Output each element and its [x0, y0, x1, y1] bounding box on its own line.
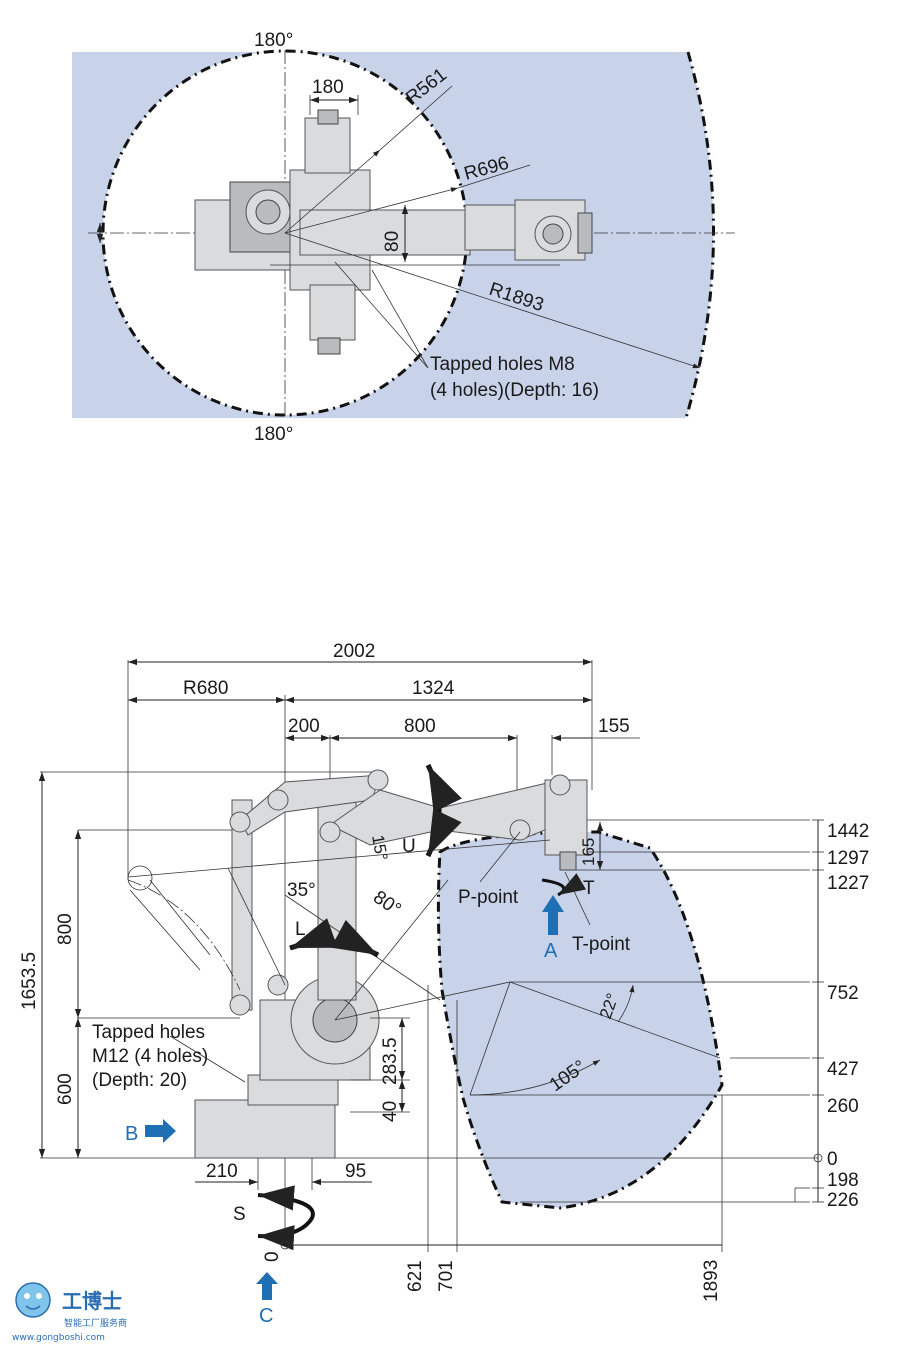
watermark-url: www.gongboshi.com — [12, 1333, 105, 1343]
side-axis-l: L — [295, 919, 306, 940]
top-view-outer-arc — [684, 51, 715, 419]
side-p-point: P-point — [458, 887, 519, 908]
right-scale-260: 260 — [827, 1096, 859, 1117]
top-tapped-holes-2: (4 holes)(Depth: 16) — [430, 380, 599, 401]
side-dim-1324: 1324 — [412, 678, 455, 699]
side-dim-283-5: 283.5 — [380, 1037, 401, 1085]
view-a-arrow — [542, 895, 564, 935]
top-view-robot — [194, 109, 593, 355]
bottom-scale-1893: 1893 — [701, 1260, 722, 1302]
side-angle-35: 35° — [287, 880, 316, 901]
view-b-arrow — [145, 1119, 176, 1143]
watermark-tagline: 智能工厂服务商 — [64, 1317, 127, 1329]
side-view-robot — [194, 769, 588, 1159]
side-dim-2002: 2002 — [333, 641, 375, 662]
top-view: 180 80 R561 R696 R1893 Tapped holes M8 (… — [72, 30, 735, 445]
side-axis-t: T — [583, 878, 595, 899]
side-dim-1653-5: 1653.5 — [19, 952, 40, 1010]
side-tapped-holes-1: Tapped holes — [92, 1022, 205, 1043]
side-view-a: A — [544, 940, 558, 962]
bottom-scale-701: 701 — [436, 1260, 457, 1292]
side-axis-u: U — [402, 836, 416, 857]
side-t-axis-arrow — [541, 873, 587, 897]
side-view: 2002 R680 1324 200 800 155 1653.5 800 60… — [19, 641, 869, 1327]
side-dim-210: 210 — [206, 1161, 238, 1182]
side-dim-95: 95 — [345, 1161, 366, 1182]
side-dim-600: 600 — [55, 1073, 76, 1105]
bottom-scale-621: 621 — [405, 1260, 426, 1292]
right-scale-226: 226 — [827, 1190, 859, 1211]
side-tapped-holes-3: (Depth: 20) — [92, 1070, 187, 1091]
side-view-envelope-area — [438, 832, 722, 1208]
side-dim-200: 200 — [288, 716, 320, 737]
top-angle-180-top: 180° — [254, 30, 293, 51]
top-dim-80: 80 — [382, 231, 403, 252]
top-tapped-holes-1: Tapped holes M8 — [430, 354, 575, 375]
top-dim-180: 180 — [312, 77, 344, 98]
side-view-b: B — [125, 1123, 138, 1145]
side-l-axis-arrow — [289, 918, 380, 958]
top-angle-180-bottom: 180° — [254, 424, 293, 445]
side-dim-165: 165 — [579, 838, 598, 866]
watermark-brand: 工博士 — [62, 1289, 122, 1313]
side-view-envelope-outline — [436, 830, 724, 1210]
side-angle-80: 80° — [369, 887, 405, 921]
bottom-scale-0: 0 — [262, 1251, 283, 1262]
right-scale-198: 198 — [827, 1170, 859, 1191]
side-axis-s: S — [233, 1204, 246, 1225]
right-scale-0: 0 — [827, 1149, 838, 1170]
side-view-rear-arm — [127, 865, 241, 991]
side-view-c: C — [259, 1305, 273, 1327]
view-c-arrow — [256, 1272, 278, 1300]
side-u-axis-arrow — [425, 763, 462, 858]
side-s-axis-arrow — [257, 1185, 315, 1251]
side-tapped-holes-2: M12 (4 holes) — [92, 1046, 208, 1067]
right-scale-1442: 1442 — [827, 821, 869, 842]
side-dim-155: 155 — [598, 716, 630, 737]
side-dim-800-top: 800 — [404, 716, 436, 737]
side-t-point: T-point — [572, 934, 631, 955]
right-scale-752: 752 — [827, 983, 859, 1004]
right-scale-1227: 1227 — [827, 873, 869, 894]
right-scale-427: 427 — [827, 1059, 859, 1080]
side-dim-40: 40 — [380, 1101, 401, 1122]
watermark-mascot-icon — [15, 1282, 51, 1318]
side-angle-15: 15° — [368, 833, 391, 862]
right-scale-1297: 1297 — [827, 848, 869, 869]
watermark: 工博士 www.gongboshi.com 智能工厂服务商 — [12, 1282, 127, 1343]
side-dim-r680: R680 — [183, 678, 228, 699]
side-dim-800-left: 800 — [55, 913, 76, 945]
